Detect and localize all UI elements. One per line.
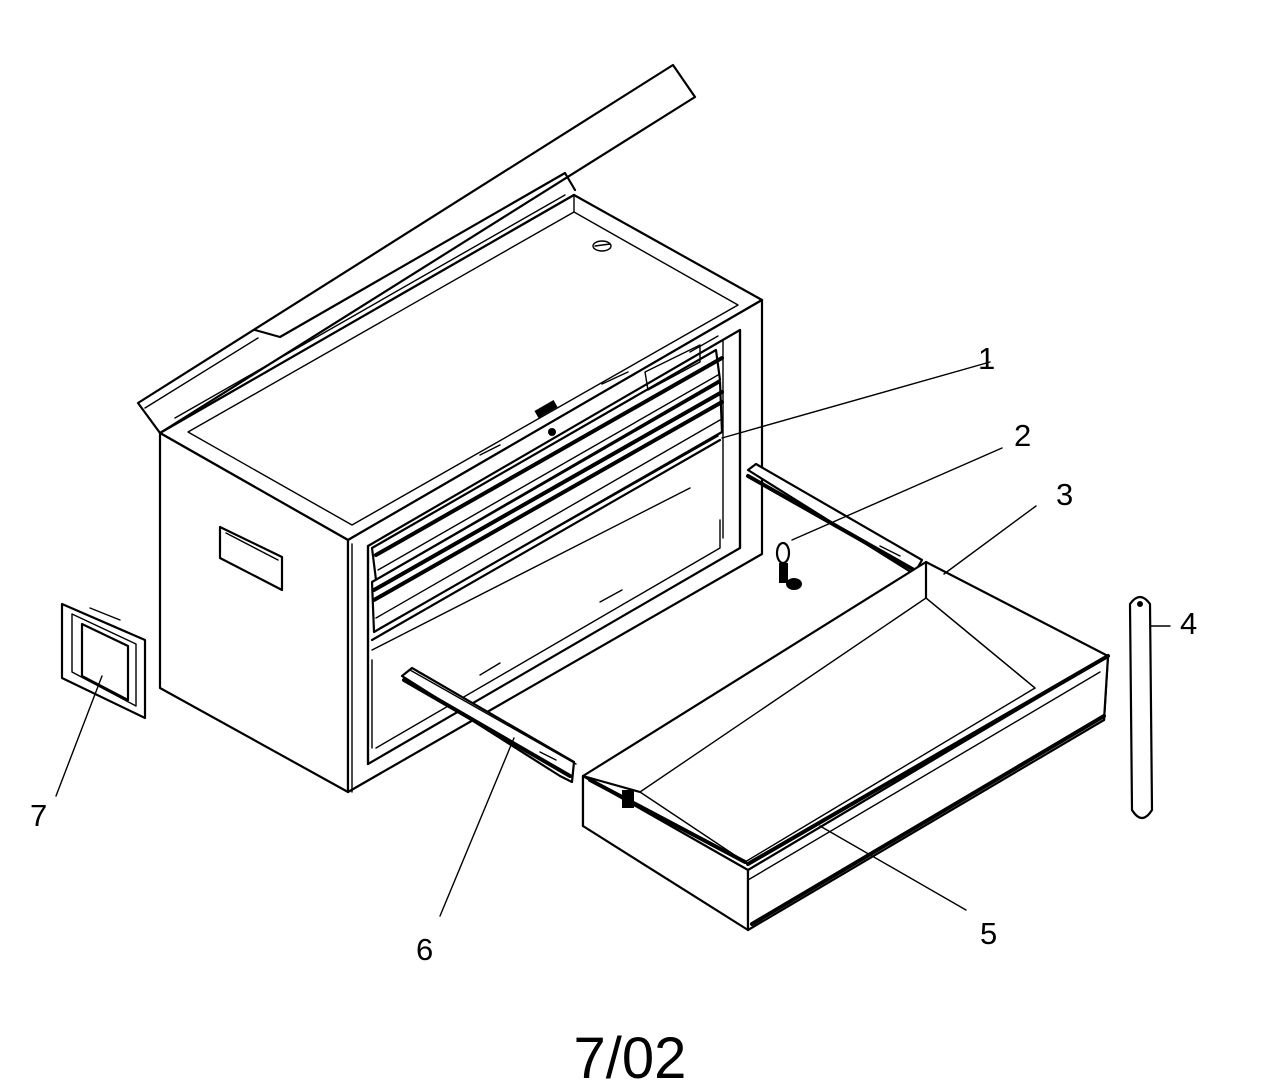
callout-4: 4 — [1180, 606, 1197, 641]
diagram-date-code: 7/02 — [574, 1026, 687, 1082]
part-3-drawer — [581, 560, 1110, 932]
tray-latch-icon — [592, 240, 612, 252]
part-7-side-handle — [60, 602, 147, 720]
leader-2 — [791, 447, 1003, 541]
part-6-drawer-slide-left — [400, 666, 577, 784]
leader-6 — [439, 737, 515, 917]
drawer-lock-icon — [534, 400, 558, 418]
callout-2: 2 — [1014, 418, 1031, 453]
part-2-drawer-slide-right — [746, 462, 924, 576]
callout-7: 7 — [30, 798, 47, 833]
callout-6: 6 — [416, 932, 433, 967]
leader-lines — [55, 361, 1171, 917]
leader-3 — [943, 505, 1037, 575]
callout-labels: 1 2 3 4 5 6 7 — [30, 341, 1197, 967]
callout-3: 3 — [1056, 477, 1073, 512]
lock-cylinder-icon — [775, 541, 802, 590]
callout-5: 5 — [980, 916, 997, 951]
chest-body — [158, 193, 764, 794]
part-4-handle-bar — [1128, 595, 1154, 820]
callout-1: 1 — [978, 341, 995, 376]
leader-1 — [721, 361, 991, 439]
leader-5 — [819, 825, 967, 911]
leader-7 — [55, 675, 103, 797]
